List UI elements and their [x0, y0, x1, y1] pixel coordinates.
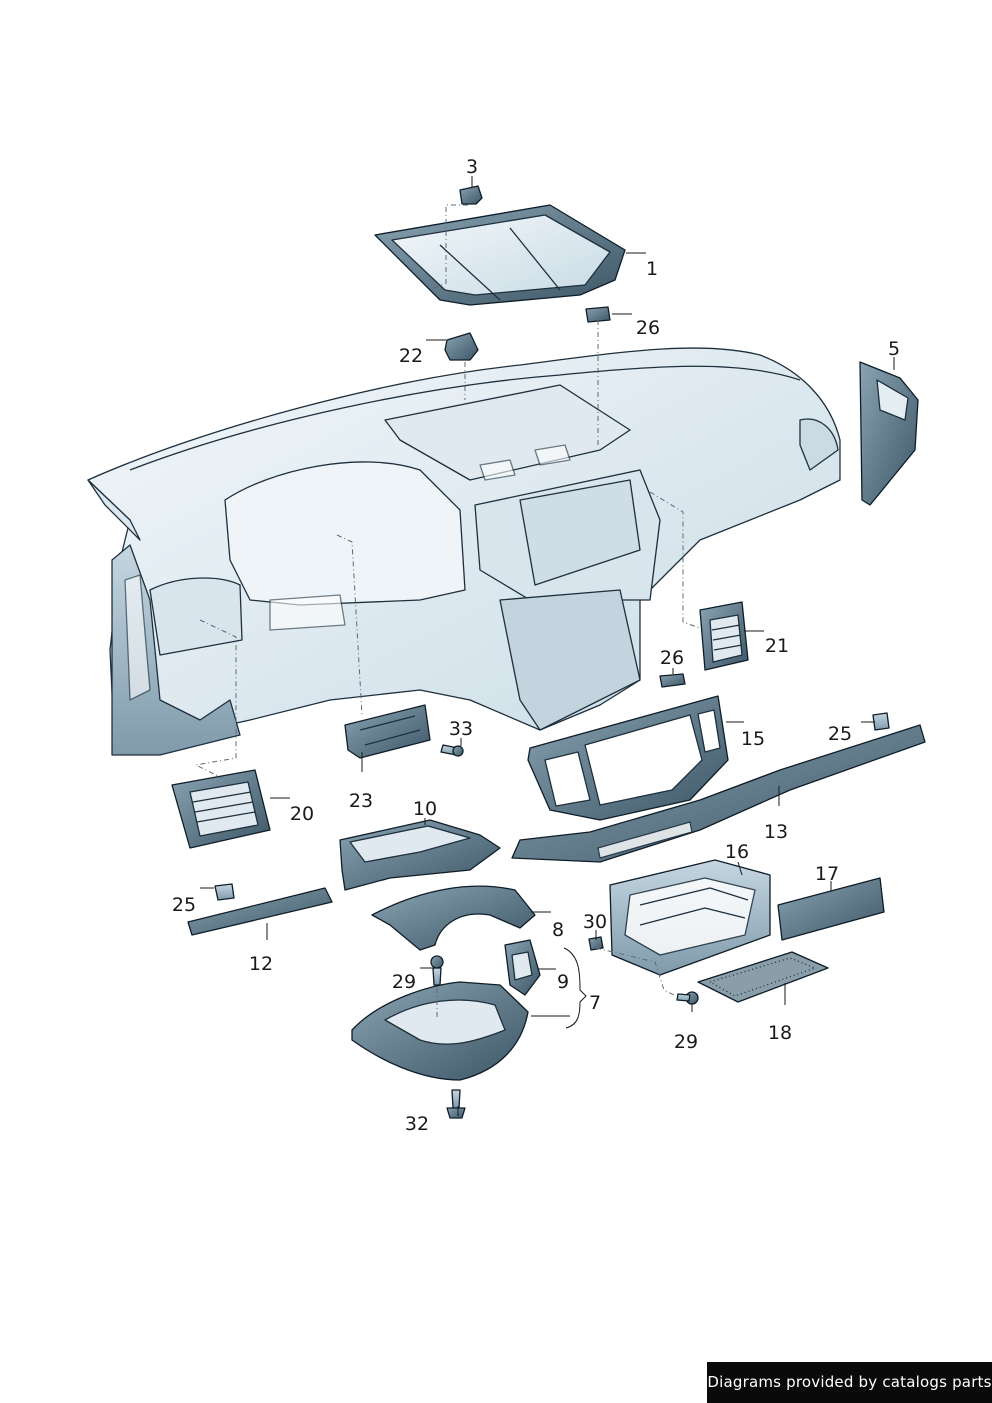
callout-29-left: 29 [392, 971, 416, 993]
part-25-clip-right [872, 712, 890, 731]
callout-16: 16 [725, 841, 749, 863]
part-7-column-shroud-lower [351, 981, 529, 1081]
callout-18: 18 [768, 1022, 792, 1044]
part-13-trim-strip [511, 724, 926, 863]
callout-12: 12 [249, 953, 273, 975]
callout-5: 5 [888, 338, 900, 360]
callout-23: 23 [349, 790, 373, 812]
callout-1: 1 [646, 258, 658, 280]
callout-9: 9 [557, 971, 569, 993]
part-17-lid [777, 877, 885, 941]
callout-25-right: 25 [828, 723, 852, 745]
part-12-trim-strip [187, 887, 333, 936]
part-29-screw-right [676, 991, 699, 1005]
callout-30: 30 [583, 911, 607, 933]
part-25-clip-left [214, 883, 235, 901]
callout-29-right: 29 [674, 1031, 698, 1053]
callout-26-upper: 26 [636, 317, 660, 339]
dashboard-panel [87, 347, 841, 756]
part-15-center-bezel [527, 695, 729, 821]
part-22-cover [444, 332, 479, 361]
part-20-air-vent [171, 769, 271, 849]
part-23-bracket [344, 704, 431, 759]
callout-33: 33 [449, 718, 473, 740]
part-16-storage-box [609, 859, 771, 976]
part-18-mat [697, 951, 829, 1003]
callout-7: 7 [589, 992, 601, 1014]
callout-8: 8 [552, 919, 564, 941]
part-1-tray [374, 204, 626, 306]
callout-labels: 3 1 26 22 5 21 26 15 25 33 13 23 20 10 1… [172, 156, 900, 1135]
part-10-steering-cover [339, 819, 501, 891]
callout-20: 20 [290, 803, 314, 825]
part-29-screw-left [430, 955, 444, 986]
callout-22: 22 [399, 345, 423, 367]
part-33-screw [440, 744, 464, 757]
part-26-clip-lower [659, 673, 686, 688]
part-8-column-shroud-upper [371, 885, 536, 951]
credit-banner: Diagrams provided by catalogs parts [707, 1362, 992, 1403]
callout-3: 3 [466, 156, 478, 178]
leader-lines [200, 176, 895, 1116]
part-26-clip-upper [585, 306, 611, 323]
part-5-side-panel [859, 361, 919, 506]
callout-26-lower: 26 [660, 647, 684, 669]
part-9-switch-panel [504, 939, 541, 996]
part-3-clip [459, 185, 483, 205]
part-32-screw [446, 1089, 466, 1119]
callout-17: 17 [815, 863, 839, 885]
part-30-nut [588, 936, 604, 951]
callout-13: 13 [764, 821, 788, 843]
callout-21: 21 [765, 635, 789, 657]
callout-32: 32 [405, 1113, 429, 1135]
part-21-air-vent [699, 601, 749, 671]
callout-15: 15 [741, 728, 765, 750]
callout-10: 10 [413, 798, 437, 820]
callout-25-left: 25 [172, 894, 196, 916]
alignment-lines [194, 204, 701, 1020]
